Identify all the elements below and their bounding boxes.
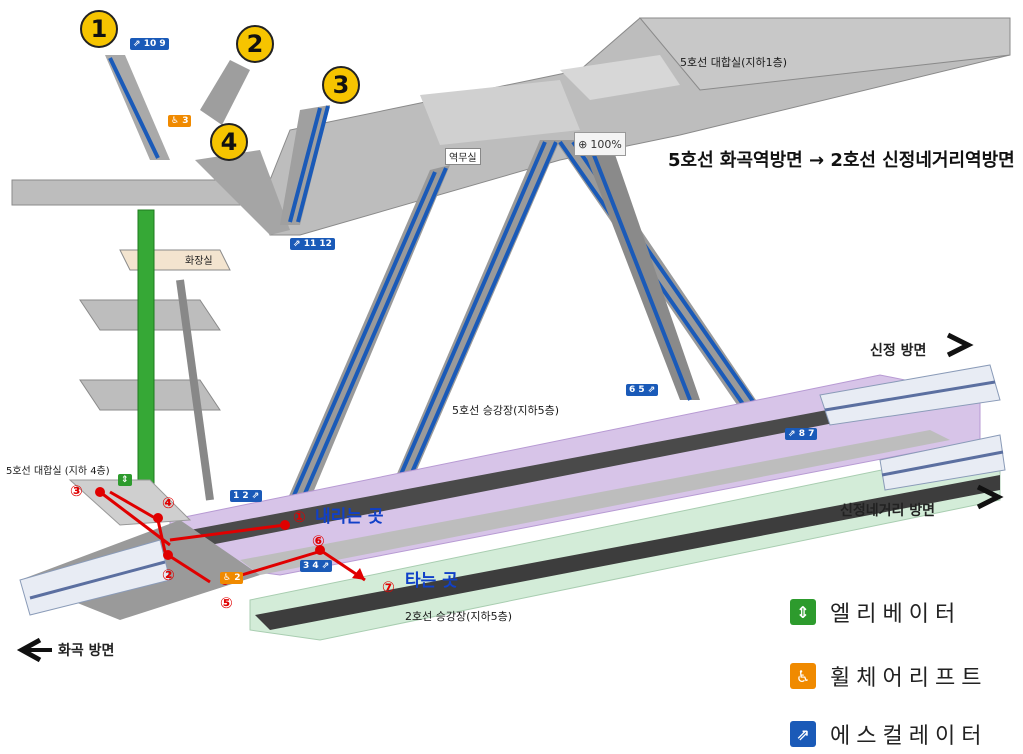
elevator-shaft: [137, 209, 155, 501]
route-step-1: ①: [293, 508, 306, 526]
zoom-icon: ⊕: [578, 137, 588, 151]
hwagok-arrow: [16, 637, 42, 663]
escalator-icon: ⇗: [790, 721, 816, 747]
right-wing-slab: [638, 17, 1011, 91]
exit-4-badge: 4: [210, 123, 248, 161]
train-left: [19, 539, 171, 616]
route-step-4: ④: [162, 494, 175, 512]
concourse-b4-label: 5호선 대합실 (지하 4층): [6, 466, 110, 477]
exit-1-badge: 1: [80, 10, 118, 48]
elevator-icon: ⇕: [790, 599, 816, 625]
legend-elevator-label: 엘리베이터: [830, 602, 962, 627]
sinjeong-arrow: [946, 332, 974, 358]
train-right-lower: [879, 434, 1006, 491]
restroom-label: 화장실: [185, 256, 213, 267]
exit-2-stair: [200, 60, 250, 125]
escalator-sign-8-7: ⇗ 8 7: [785, 428, 818, 440]
route-step-6: ⑥: [312, 532, 325, 550]
sinjeong-direction-label: 신정 방면: [870, 343, 927, 359]
train-right-upper: [819, 364, 1001, 426]
get-on-label: 타는 곳: [405, 571, 458, 591]
legend-wheelchair-lift-label: 휠체어리프트: [830, 666, 988, 691]
escalator-sign-6-5: 6 5 ⇗: [626, 384, 659, 396]
sinjeong-negeori-arrow: [976, 484, 1004, 510]
zoom-level: 100%: [590, 137, 622, 151]
route-step-2: ②: [162, 566, 175, 584]
legend-wheelchair-lift: ♿ 휠체어리프트: [790, 660, 987, 692]
legend-elevator: ⇕ 엘리베이터: [790, 596, 961, 628]
restroom-slab: [119, 249, 231, 271]
exit-2-badge: 2: [236, 25, 274, 63]
hwagok-direction-label: 화곡 방면: [58, 643, 115, 659]
get-off-label: 내리는 곳: [315, 507, 384, 527]
wheelchair-sign-3: ♿ 3: [168, 115, 192, 127]
route-step-5: ⑤: [220, 594, 233, 612]
legend-escalator: ⇗ 에스컬레이터: [790, 718, 987, 750]
route-step-3: ③: [70, 482, 83, 500]
sinjeong-negeori-direction-label: 신정네거리 방면: [840, 503, 936, 519]
escalator-sign-10-9: ⇗ 10 9: [130, 38, 169, 50]
page-title: 5호선 화곡역방면 → 2호선 신정네거리역방면: [668, 150, 1015, 171]
wheelchair-sign-2: ♿ 2: [220, 572, 244, 584]
wheelchair-lift-icon: ♿: [790, 663, 816, 689]
exit-3-badge: 3: [322, 66, 360, 104]
station-office-label: 역무실: [445, 148, 481, 165]
platform-line5-label: 5호선 승강장(지하5층): [452, 404, 560, 417]
legend-escalator-label: 에스컬레이터: [830, 724, 988, 749]
zoom-control[interactable]: ⊕ 100%: [574, 132, 626, 156]
exit-4-stair: [195, 150, 290, 235]
escalator-sign-11-12: ⇗ 11 12: [290, 238, 335, 250]
elevator-sign: ⇕: [118, 474, 132, 486]
route-step-7: ⑦: [382, 578, 395, 596]
escalator-sign-3-4: 3 4 ⇗: [300, 560, 333, 572]
concourse-b1-label: 5호선 대합실(지하1층): [680, 56, 788, 69]
platform-line2-label: 2호선 승강장(지하5층): [405, 610, 513, 623]
escalator-sign-1-2: 1 2 ⇗: [230, 490, 263, 502]
